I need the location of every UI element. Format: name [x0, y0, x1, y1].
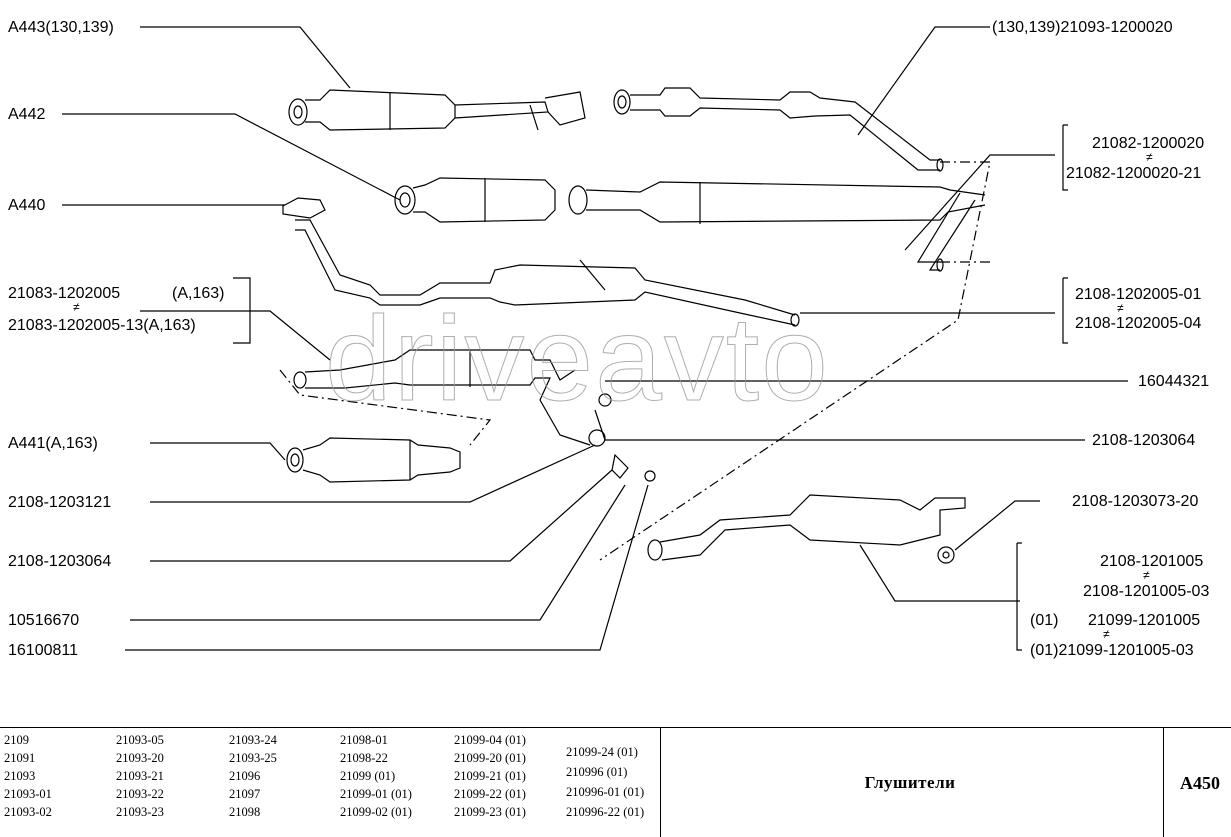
- label-2108-1203064-right: 2108-1203064: [1092, 432, 1196, 449]
- model-item: 210996 (01): [566, 765, 628, 779]
- label-21099-1201005-03: (01)21099-1201005-03: [1030, 642, 1194, 659]
- not-equal-icon: ≠: [1146, 150, 1153, 164]
- model-item: 21098-01: [340, 733, 388, 747]
- model-item: 21093-05: [116, 733, 164, 747]
- model-item: 21099-04 (01): [454, 733, 526, 747]
- leader-21083: [140, 310, 331, 361]
- model-item: 21099-20 (01): [454, 751, 526, 765]
- exhaust-diagram: driveavto A443(130,139) A442 A440 21083-…: [8, 19, 1210, 659]
- a442-converter: [394, 177, 986, 272]
- label-21083-1202005-extra: (A,163): [172, 285, 225, 302]
- model-list-col-1: 2109 21091 21093 21093-01 21093-02: [4, 733, 52, 819]
- label-a440: A440: [8, 197, 46, 214]
- leader-2108-3121: [150, 444, 596, 503]
- page-title: Глушители: [864, 773, 956, 792]
- model-item: 21096: [229, 769, 261, 783]
- leader-r2: [904, 154, 1055, 251]
- model-item: 21093: [4, 769, 36, 783]
- model-list-col-2: 21093-05 21093-20 21093-21 21093-22 2109…: [116, 733, 164, 819]
- leader-r7: [859, 544, 1020, 602]
- model-list-col-4: 21098-01 21098-22 21099 (01) 21099-01 (0…: [340, 733, 412, 819]
- model-item: 21097: [229, 787, 261, 801]
- label-2108-1202005-04: 2108-1202005-04: [1075, 315, 1202, 332]
- label-21082-1200020-21: 21082-1200020-21: [1066, 165, 1202, 182]
- model-item: 2109: [4, 733, 29, 747]
- model-item: 21098: [229, 805, 261, 819]
- model-item: 21099-23 (01): [454, 805, 526, 819]
- label-2108-1203064-left: 2108-1203064: [8, 553, 112, 570]
- leader-a443: [140, 26, 351, 89]
- model-item: 21091: [4, 751, 36, 765]
- footer-table: 2109 21091 21093 21093-01 21093-02 21093…: [0, 727, 1231, 837]
- model-item: 21098-22: [340, 751, 388, 765]
- not-equal-icon: ≠: [1103, 627, 1110, 641]
- label-10516670: 10516670: [8, 612, 80, 629]
- rear-muffler: [647, 494, 966, 564]
- not-equal-icon: ≠: [73, 300, 80, 314]
- model-item: 21099 (01): [340, 769, 396, 783]
- label-a442: A442: [8, 106, 46, 123]
- label-2108-1202005-01: 2108-1202005-01: [1075, 286, 1202, 303]
- not-equal-icon: ≠: [1117, 301, 1124, 315]
- model-item: 21093-25: [229, 751, 277, 765]
- label-21083-1202005-13: 21083-1202005-13(A,163): [8, 317, 196, 334]
- a440-front-pipe: [282, 197, 800, 327]
- label-21093-1200020: (130,139)21093-1200020: [992, 19, 1173, 36]
- label-2108-1203073-20: 2108-1203073-20: [1072, 493, 1199, 510]
- pipe-21093: [613, 87, 944, 172]
- model-item: 21093-21: [116, 769, 164, 783]
- label-16100811: 16100811: [8, 642, 78, 659]
- leader-16100811: [125, 484, 649, 651]
- model-item: 21093-01: [4, 787, 52, 801]
- label-21083-1202005: 21083-1202005: [8, 285, 121, 302]
- model-list-col-6: 21099-24 (01) 210996 (01) 210996-01 (01)…: [566, 745, 645, 819]
- leader-r1: [857, 26, 990, 136]
- model-item: 21099-22 (01): [454, 787, 526, 801]
- leader-r6: [954, 500, 1040, 551]
- model-item: 21093-20: [116, 751, 164, 765]
- label-21099-1201005: 21099-1201005: [1088, 612, 1201, 629]
- label-2108-1203121: 2108-1203121: [8, 494, 112, 511]
- a443-catalytic-converter: [288, 89, 586, 131]
- label-a443: A443(130,139): [8, 19, 114, 36]
- label-21082-1200020: 21082-1200020: [1092, 135, 1205, 152]
- label-16044321: 16044321: [1138, 373, 1210, 390]
- leader-a441: [150, 442, 286, 461]
- a441-converter: [286, 437, 461, 483]
- model-list-col-5: 21099-04 (01) 21099-20 (01) 21099-21 (01…: [454, 733, 526, 819]
- model-item: 21093-02: [4, 805, 52, 819]
- model-item: 210996-22 (01): [566, 805, 645, 819]
- model-item: 21099-21 (01): [454, 769, 526, 783]
- label-a441: A441(A,163): [8, 435, 98, 452]
- model-item: 21099-01 (01): [340, 787, 412, 801]
- model-list-col-3: 21093-24 21093-25 21096 21097 21098: [229, 733, 277, 819]
- watermark: driveavto: [325, 292, 830, 427]
- not-equal-icon: ≠: [1143, 568, 1150, 582]
- model-item: 21093-23: [116, 805, 164, 819]
- leader-10516670: [130, 484, 626, 621]
- model-item: 21093-24: [229, 733, 277, 747]
- model-item: 21099-24 (01): [566, 745, 638, 759]
- model-item: 210996-01 (01): [566, 785, 645, 799]
- model-item: 21099-02 (01): [340, 805, 412, 819]
- model-item: 21093-22: [116, 787, 164, 801]
- muffler-21083: [293, 349, 591, 446]
- label-2108-1201005: 2108-1201005: [1100, 553, 1204, 570]
- leader-2108-3064l: [150, 469, 613, 562]
- section-code: A450: [1180, 773, 1220, 793]
- footer-lines: [0, 727, 1231, 837]
- diagram-drawing: [62, 26, 1128, 651]
- label-2108-1201005-03: 2108-1201005-03: [1083, 583, 1210, 600]
- leader-a442: [62, 113, 401, 201]
- label-01-prefix: (01): [1030, 612, 1059, 629]
